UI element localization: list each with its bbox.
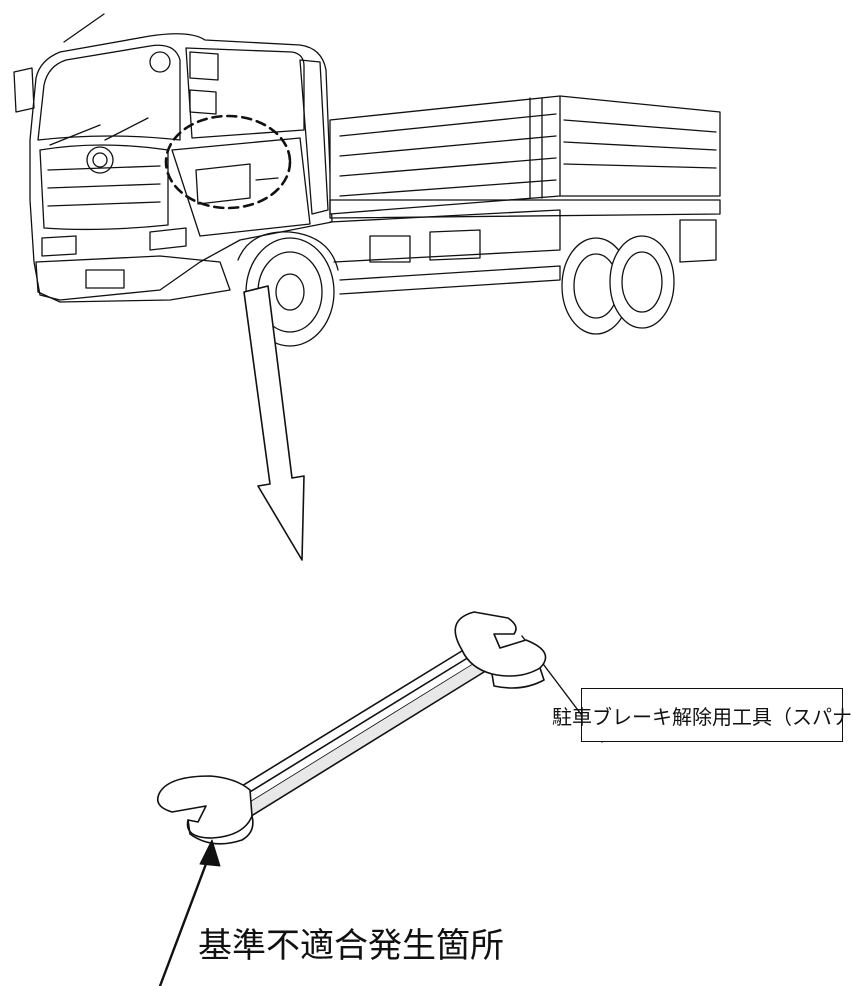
wrench-icon <box>158 612 546 844</box>
defect-pointer-arrow <box>160 840 220 986</box>
pointer-arrow-icon <box>244 286 304 560</box>
defect-location-label: 基準不適合発生箇所 <box>198 926 504 966</box>
truck-illustration <box>14 14 720 346</box>
tool-callout-label: 駐車ブレーキ解除用工具（スパナ） <box>552 688 851 742</box>
highlight-circle <box>166 116 290 208</box>
